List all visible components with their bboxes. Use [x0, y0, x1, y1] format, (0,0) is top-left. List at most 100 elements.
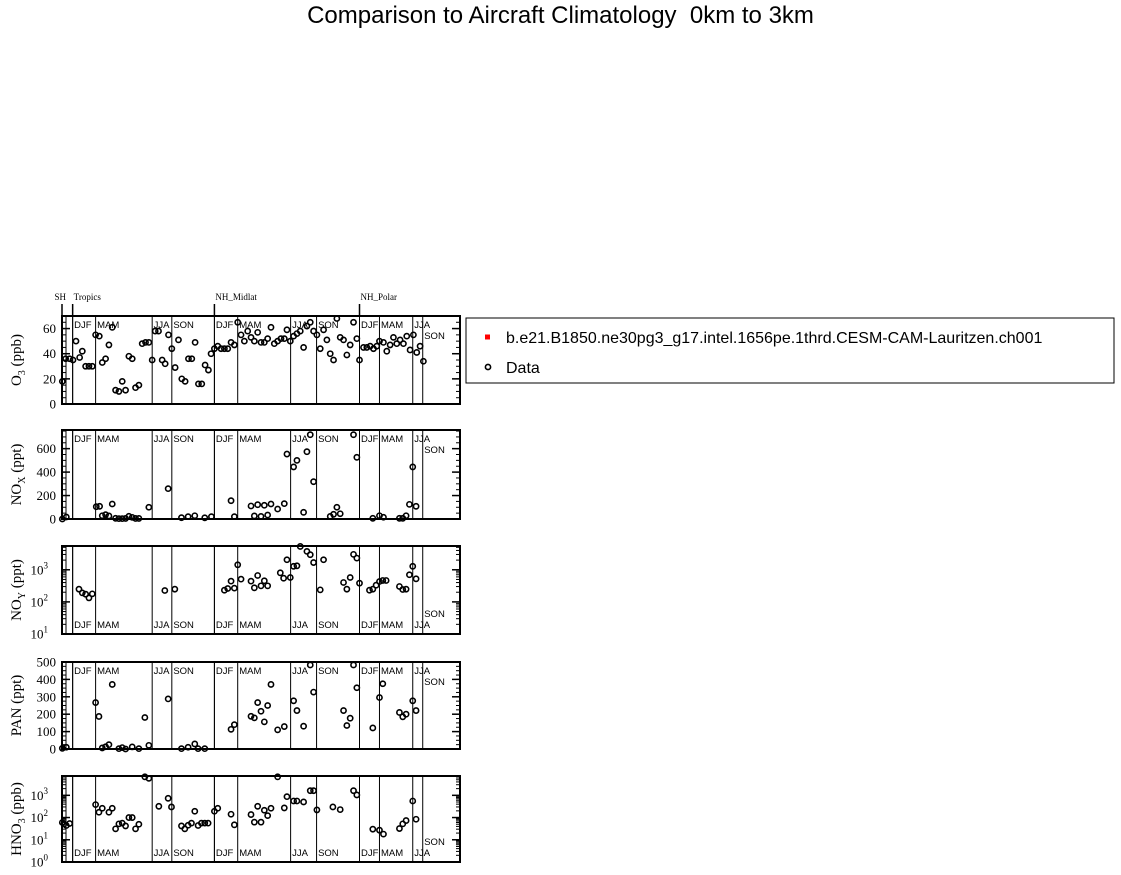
data-point: [95, 332, 103, 340]
data-point: [356, 356, 363, 364]
data-point: [310, 559, 317, 566]
y-tick-exponent: 3: [44, 786, 49, 796]
y-tick-label: 103: [31, 786, 49, 803]
data-point: [260, 338, 268, 346]
data-point: [399, 586, 407, 593]
data-point: [330, 510, 337, 518]
y-tick-exponent: 2: [44, 808, 49, 818]
data-point: [306, 787, 314, 795]
season-label: JJA: [292, 320, 309, 331]
y-label-text: PAN: [9, 707, 25, 736]
season-label: MAM: [239, 434, 261, 445]
data-point: [105, 808, 113, 816]
season-label: DJF: [74, 434, 92, 445]
season-label: SON: [318, 320, 339, 331]
data-point: [95, 713, 103, 720]
y-tick-text: 0: [50, 397, 57, 412]
data-point: [214, 804, 222, 812]
data-point: [135, 820, 143, 828]
data-point: [205, 366, 212, 374]
data-point: [310, 327, 317, 335]
season-label: MAM: [239, 666, 261, 677]
data-point: [267, 323, 275, 331]
data-point: [369, 585, 377, 593]
data-point: [274, 505, 282, 513]
data-point: [161, 587, 169, 594]
data-point: [98, 359, 106, 366]
data-point: [161, 360, 169, 368]
data-point: [409, 562, 417, 570]
y-tick-text: 400: [37, 672, 57, 687]
data-point: [247, 811, 255, 818]
panel-frame: [61, 545, 461, 635]
y-tick-text: 10: [31, 627, 44, 642]
data-point: [220, 586, 228, 594]
data-point: [148, 356, 156, 364]
data-point: [329, 803, 337, 811]
data-point: [293, 797, 301, 805]
y-tick-text: 200: [37, 707, 57, 722]
data-point: [184, 743, 192, 751]
data-point: [346, 714, 354, 722]
data-point: [406, 571, 413, 579]
data-point: [353, 791, 361, 799]
legend-square-marker-icon: [485, 334, 490, 340]
season-label: SON: [173, 666, 194, 677]
data-point: [254, 802, 262, 810]
season-label: SON: [173, 620, 194, 631]
data-point: [409, 797, 417, 805]
data-point: [230, 584, 238, 592]
data-point: [191, 338, 199, 346]
data-point: [72, 337, 80, 345]
data-point: [75, 585, 83, 593]
y-tick-label: 200: [37, 707, 57, 722]
data-point: [396, 825, 403, 832]
y-tick-text: 0: [50, 742, 57, 757]
data-point: [125, 512, 133, 520]
data-point: [204, 819, 212, 827]
y-tick-label: 100: [37, 724, 57, 739]
data-point: [247, 577, 255, 585]
data-point: [350, 661, 357, 669]
y-tick-text: 0: [50, 512, 57, 527]
data-point: [402, 710, 410, 718]
y-label-text: NO: [9, 599, 25, 621]
data-point: [280, 574, 288, 582]
data-point: [230, 821, 238, 829]
data-point: [234, 318, 242, 326]
data-point: [264, 812, 272, 820]
data-point: [369, 724, 377, 732]
season-label: MAM: [97, 666, 119, 677]
season-label: DJF: [361, 434, 379, 445]
data-point: [280, 500, 288, 508]
data-point: [118, 515, 126, 523]
season-label: MAM: [381, 620, 403, 631]
data-point: [224, 585, 232, 592]
y-label-unit: (ppb): [9, 782, 25, 818]
data-point: [92, 801, 100, 809]
data-point: [58, 377, 66, 385]
data-point: [409, 697, 417, 705]
y-tick-label: 0: [50, 512, 57, 527]
season-label: MAM: [97, 620, 119, 631]
data-point: [78, 589, 86, 597]
y-label-subscript: Y: [17, 592, 28, 599]
season-label: MAM: [97, 434, 119, 445]
y-label-subscript: 3: [17, 818, 28, 823]
season-label: DJF: [74, 848, 92, 859]
season-label: JJA: [154, 848, 171, 859]
data-point: [181, 377, 189, 385]
data-point: [267, 681, 275, 688]
data-point: [313, 806, 321, 814]
data-point: [102, 511, 109, 519]
data-point: [379, 577, 387, 584]
data-point: [230, 341, 238, 349]
data-point: [412, 815, 420, 823]
data-point: [168, 803, 175, 811]
data-point: [290, 697, 298, 705]
data-point: [58, 744, 66, 752]
y-tick-text: 10: [31, 810, 44, 825]
